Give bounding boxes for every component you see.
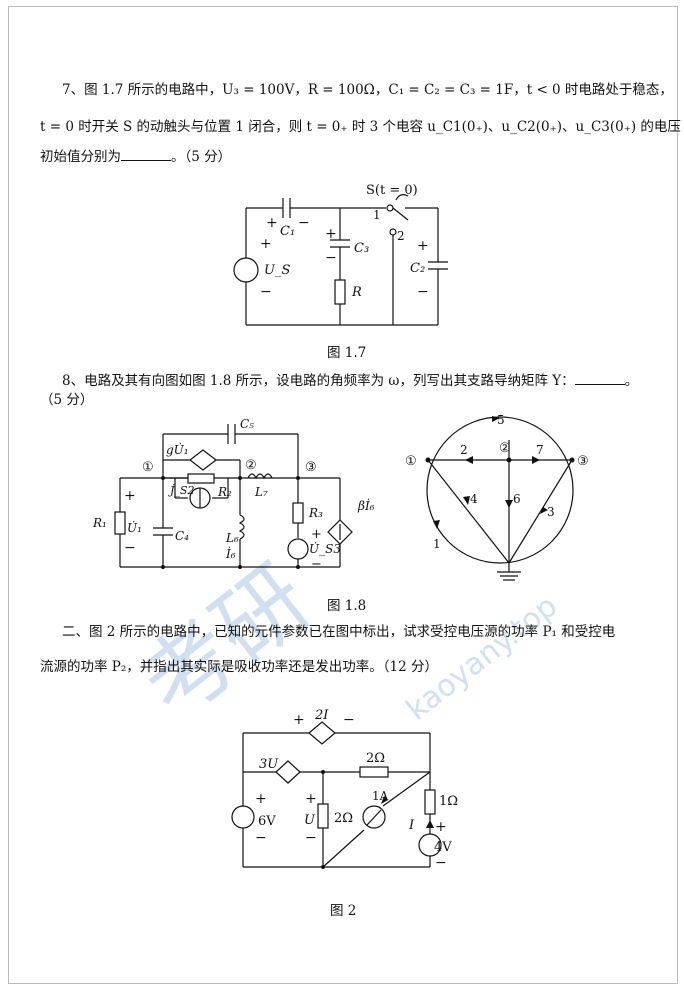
q8-line1-text: 8、电路及其有向图如图 1.8 所示，设电路的角频率为 ω，列写出其支路导纳矩阵…: [62, 373, 575, 389]
q7-line3-post: 。（5 分）: [171, 149, 232, 165]
q8-line1-post: 。: [624, 373, 639, 389]
q8-line1: 8、电路及其有向图如图 1.8 所示，设电路的角频率为 ω，列写出其支路导纳矩阵…: [62, 370, 638, 391]
caption-fig-2: 图 2: [330, 903, 357, 919]
answer-blank: [121, 146, 171, 161]
q7-line3: 初始值分别为 。（5 分）: [40, 146, 231, 167]
q7-line1: 7、图 1.7 所示的电路中，U₃ = 100V，R = 100Ω，C₁ = C…: [62, 82, 673, 98]
page-frame: [8, 6, 678, 984]
answer-blank: [574, 370, 625, 385]
q7-line3-pre: 初始值分别为: [40, 149, 121, 165]
q7-line2: t = 0 时开关 S 的动触头与位置 1 闭合，则 t = 0₊ 时 3 个电…: [40, 119, 681, 135]
caption-fig-1-8: 图 1.8: [327, 598, 367, 614]
q2-line2: 流源的功率 P₂，并指出其实际是吸收功率还是发出功率。（12 分）: [40, 659, 439, 675]
caption-fig-1-7: 图 1.7: [327, 345, 367, 361]
q2-line1: 二、图 2 所示的电路中，已知的元件参数已在图中标出，试求受控电压源的功率 P₁…: [62, 624, 616, 640]
q8-line2: （5 分）: [40, 392, 94, 408]
